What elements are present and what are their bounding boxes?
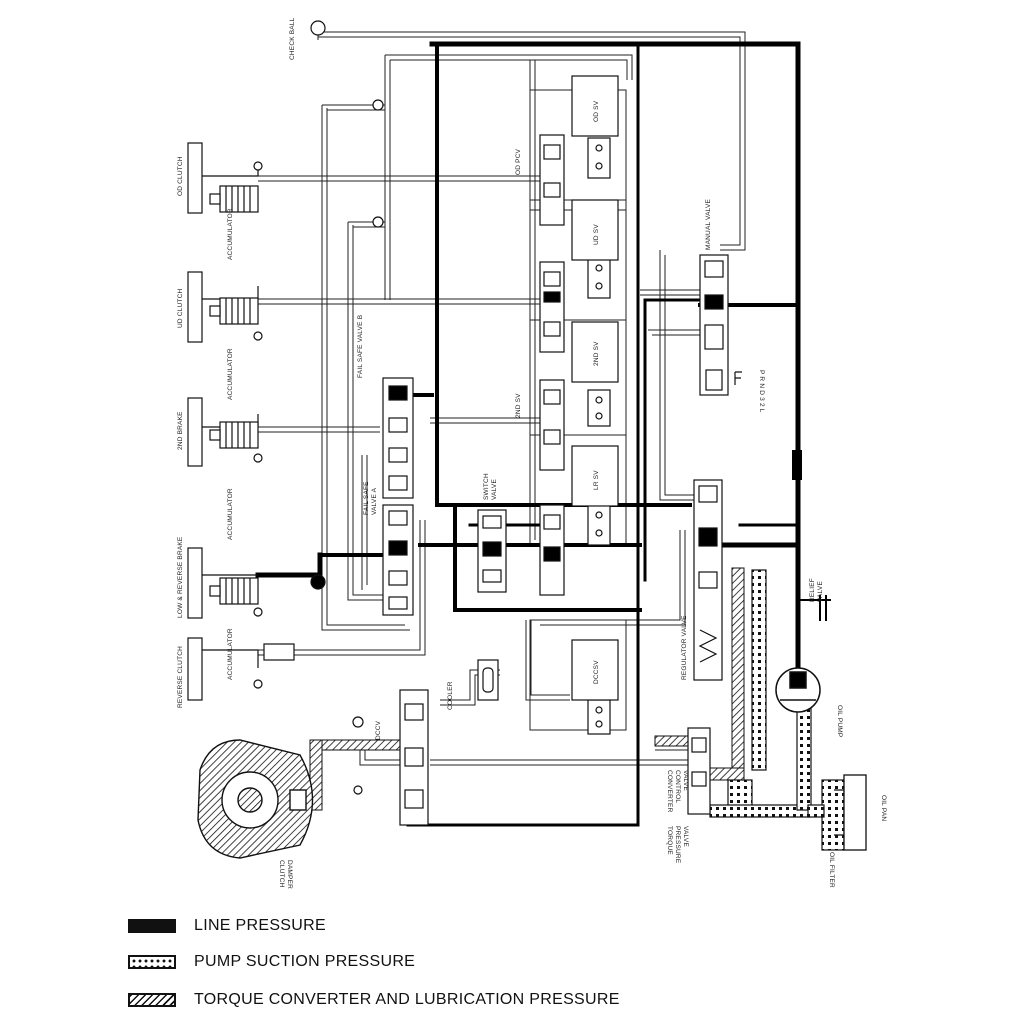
- torque-converter-swatch: [128, 993, 176, 1007]
- label-oil-filter: OIL FILTER: [828, 852, 835, 888]
- label-converter-control-3: VALVE: [682, 770, 689, 791]
- label-lr-sv: LR SV: [593, 470, 600, 490]
- clutch-pistons: [187, 142, 259, 701]
- label-damper-clutch-2: CLUTCH: [278, 860, 285, 888]
- label-2nd-sv: 2ND SV: [515, 393, 522, 418]
- label-fail-safe-valve-b: FAIL SAFE VALVE B: [357, 315, 364, 378]
- label-dccv: DCCV: [375, 720, 382, 740]
- label-accumulator-1: ACCUMULATOR: [227, 208, 234, 260]
- label-relief-valve-1: RELIEF: [809, 578, 816, 602]
- solenoid-valves: [571, 75, 619, 701]
- label-converter-control-1: CONVERTER: [666, 770, 673, 813]
- label-accumulator-2: ACCUMULATOR: [227, 348, 234, 400]
- label-2nd-brake: 2ND BRAKE: [177, 411, 184, 450]
- label-ud-clutch: UD CLUTCH: [177, 289, 184, 328]
- legend-line-pressure-text: LINE PRESSURE: [194, 917, 326, 934]
- label-torque-pressure-3: VALVE: [682, 826, 689, 847]
- label-relief-valve-2: VALVE: [817, 581, 824, 602]
- label-od-pcv: OD PCV: [515, 148, 522, 175]
- label-cooler: COOLER: [447, 681, 454, 710]
- component-labels: CHECK BALL OD CLUTCH ACCUMULATOR UD CLUT…: [177, 17, 887, 889]
- legend-line-pressure: LINE PRESSURE: [128, 912, 688, 940]
- label-damper-clutch-1: DAMPER: [286, 860, 293, 889]
- label-oil-pump: OIL PUMP: [836, 705, 843, 737]
- legend-pump-suction: PUMP SUCTION PRESSURE: [128, 948, 688, 976]
- oil-pump: [775, 667, 821, 713]
- pump-suction-swatch: [128, 955, 176, 969]
- torque-converter-passages: [309, 567, 745, 811]
- label-accumulator-4: ACCUMULATOR: [227, 628, 234, 680]
- shift-indicator: [734, 371, 742, 385]
- legend-torque-converter: TORQUE CONVERTER AND LUBRICATION PRESSUR…: [128, 986, 688, 1014]
- pump-suction-passages: [709, 569, 845, 851]
- oil-pan: [834, 774, 867, 851]
- legend-torque-converter-text: TORQUE CONVERTER AND LUBRICATION PRESSUR…: [194, 991, 620, 1008]
- label-shift-positions: P R N D 3 2 L: [758, 370, 765, 413]
- check-balls: [310, 20, 384, 795]
- label-regulator-valve: REGULATOR VALVE: [681, 615, 688, 680]
- label-converter-control-2: CONTROL: [674, 770, 681, 803]
- label-oil-pan: OIL PAN: [880, 795, 887, 821]
- label-switch-valve-2: VALVE: [491, 479, 498, 500]
- label-reverse-clutch: REVERSE CLUTCH: [177, 646, 184, 708]
- label-accumulator-3: ACCUMULATOR: [227, 488, 234, 540]
- legend-pump-suction-text: PUMP SUCTION PRESSURE: [194, 953, 416, 970]
- label-manual-valve: MANUAL VALVE: [705, 198, 712, 250]
- label-check-ball: CHECK BALL: [289, 17, 296, 60]
- label-od-sv: OD SV: [593, 100, 600, 122]
- label-dcc-sv: DCCSV: [593, 660, 600, 684]
- damper-clutch: [197, 739, 314, 859]
- label-2nd-sv-top: 2ND SV: [593, 341, 600, 366]
- accumulators: [209, 161, 295, 689]
- label-switch-valve-1: SWITCH: [483, 473, 490, 500]
- label-low-reverse-brake: LOW & REVERSE BRAKE: [177, 536, 184, 618]
- thin-passages: [258, 31, 746, 766]
- label-od-clutch: OD CLUTCH: [177, 156, 184, 196]
- label-fail-safe-a-1: FAIL SAFE: [363, 481, 370, 515]
- line-pressure-swatch: [128, 919, 176, 933]
- spool-valves: [382, 134, 729, 826]
- label-ud-sv: UD SV: [593, 224, 600, 245]
- label-torque-pressure-1: TORQUE: [666, 826, 673, 855]
- label-fail-safe-a-2: VALVE A: [371, 487, 378, 515]
- label-torque-pressure-2: PRESSURE: [674, 826, 681, 864]
